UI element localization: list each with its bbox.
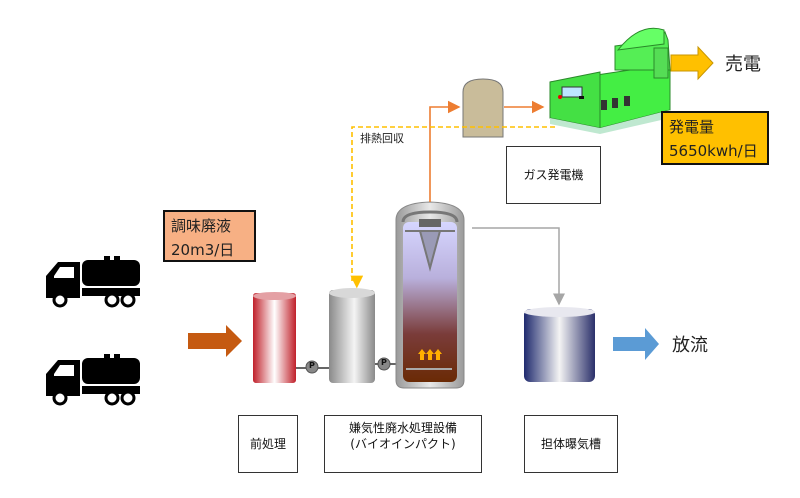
anaerobic-facility-label: 嫌気性廃水処理設備 (バイオインパクト) <box>324 415 482 473</box>
pump-icon <box>305 360 319 374</box>
pretreatment-tank <box>253 292 296 383</box>
gas-generator-label: ガス発電機 <box>506 146 601 204</box>
heat-recovery-label: 排熱回収 <box>360 132 404 145</box>
pretreatment-text: 前処理 <box>249 437 286 451</box>
power-title: 発電量 <box>669 118 715 136</box>
discharge-label: 放流 <box>672 335 708 356</box>
input-title: 調味廃液 <box>171 217 232 235</box>
power-amount: 5650kwh/日 <box>669 142 758 160</box>
sell-power-label: 売電 <box>725 54 761 75</box>
anaerobic-facility-subtitle: (バイオインパクト) <box>350 437 456 451</box>
buffer-tank <box>329 288 375 383</box>
inflow-arrow <box>188 325 242 357</box>
gas-generator-text: ガス発電機 <box>523 168 584 182</box>
input-volume-callout: 調味廃液 20m3/日 <box>163 210 256 262</box>
heat-recovery-line <box>350 126 555 289</box>
gas-generator-icon <box>549 27 671 134</box>
aeration-tank-label: 担体曝気槽 <box>524 415 618 473</box>
gas-holder <box>462 78 504 138</box>
input-amount: 20m3/日 <box>171 241 235 259</box>
power-output-callout: 発電量 5650kwh/日 <box>661 111 769 165</box>
aeration-tank-text: 担体曝気槽 <box>540 437 601 451</box>
aeration-tank <box>524 307 595 382</box>
anaerobic-facility-name: 嫌気性廃水処理設備 <box>348 421 457 435</box>
tanker-truck-icon <box>46 354 140 406</box>
tanker-truck-icon <box>46 256 140 308</box>
pretreatment-label: 前処理 <box>238 415 298 473</box>
biogas-line <box>429 100 461 202</box>
pump-label: P <box>381 358 387 367</box>
discharge-arrow <box>613 328 659 360</box>
anaerobic-reactor <box>395 201 465 389</box>
pump-label: P <box>309 361 315 370</box>
sell-power-arrow <box>670 45 714 81</box>
upflow-arrows-icon <box>418 349 442 360</box>
pump-icon <box>377 357 391 371</box>
effluent-line <box>472 227 565 306</box>
